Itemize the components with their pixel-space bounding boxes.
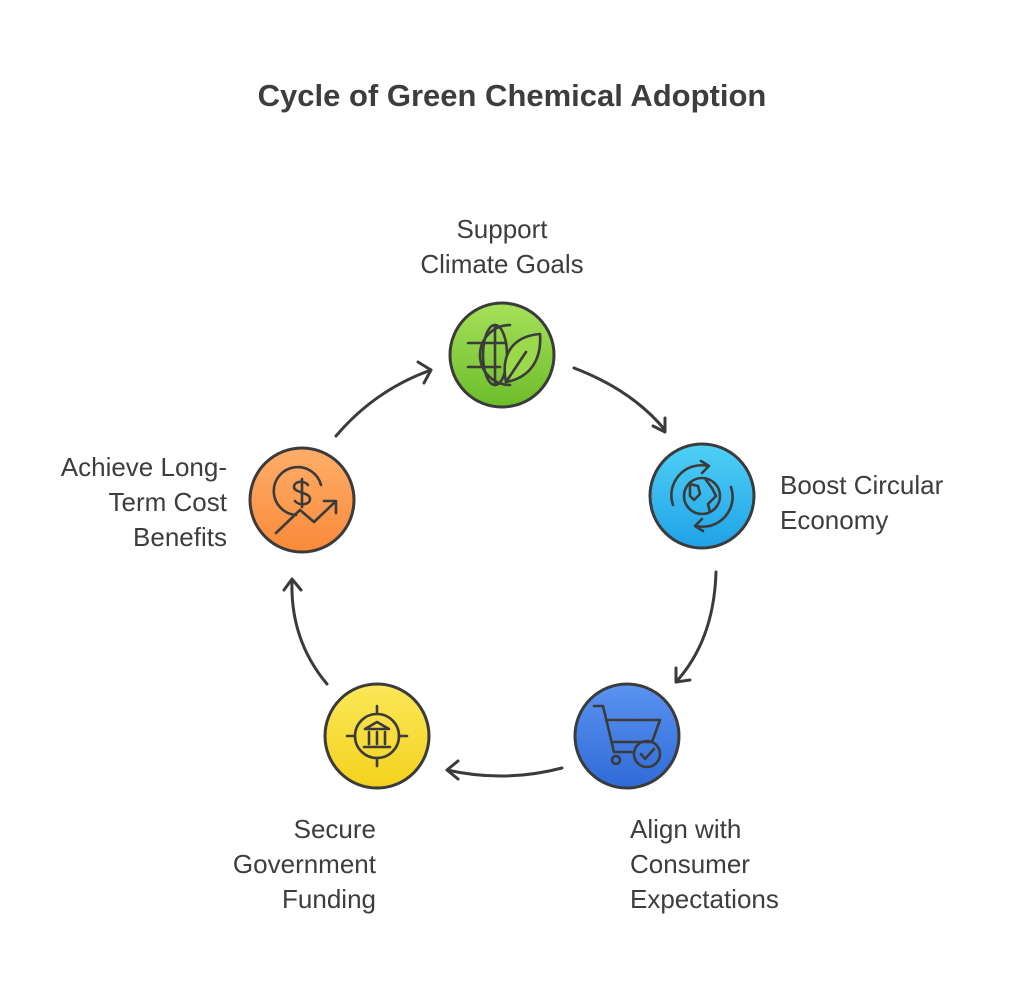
step-label-achieve-cost-benefits: Achieve Long- Term Cost Benefits: [60, 452, 227, 552]
arrow-1-to-2: [572, 366, 667, 434]
dollar-growth-icon: [272, 465, 338, 535]
step-node-achieve-cost-benefits: [248, 446, 356, 554]
step-label-align-consumer-expectations: Align with Consumer Expectations: [630, 814, 779, 914]
page-title: Cycle of Green Chemical Adoption: [257, 78, 767, 113]
step-node-support-climate-goals: [448, 301, 556, 409]
arrow-4-to-5: [282, 577, 329, 686]
step-label-secure-government-funding: Secure Government Funding: [232, 814, 376, 914]
globe-leaf-icon: [466, 323, 542, 387]
cart-check-icon: [592, 704, 662, 769]
step-label-boost-circular-economy: Boost Circular Economy: [780, 470, 944, 535]
step-circle: [573, 682, 681, 790]
step-label-support-climate-goals: Support Climate Goals: [420, 214, 584, 279]
step-node-align-consumer-expectations: [573, 682, 681, 790]
arrow-3-to-4: [445, 759, 564, 781]
arrow-2-to-3: [674, 570, 718, 684]
step-circle: [448, 301, 556, 409]
arrow-5-to-1: [334, 360, 433, 438]
bank-target-icon: [345, 704, 409, 768]
globe-recycle-icon: [670, 459, 734, 533]
step-node-secure-government-funding: [323, 682, 431, 790]
step-node-boost-circular-economy: [648, 442, 756, 550]
step-circle: [648, 442, 756, 550]
